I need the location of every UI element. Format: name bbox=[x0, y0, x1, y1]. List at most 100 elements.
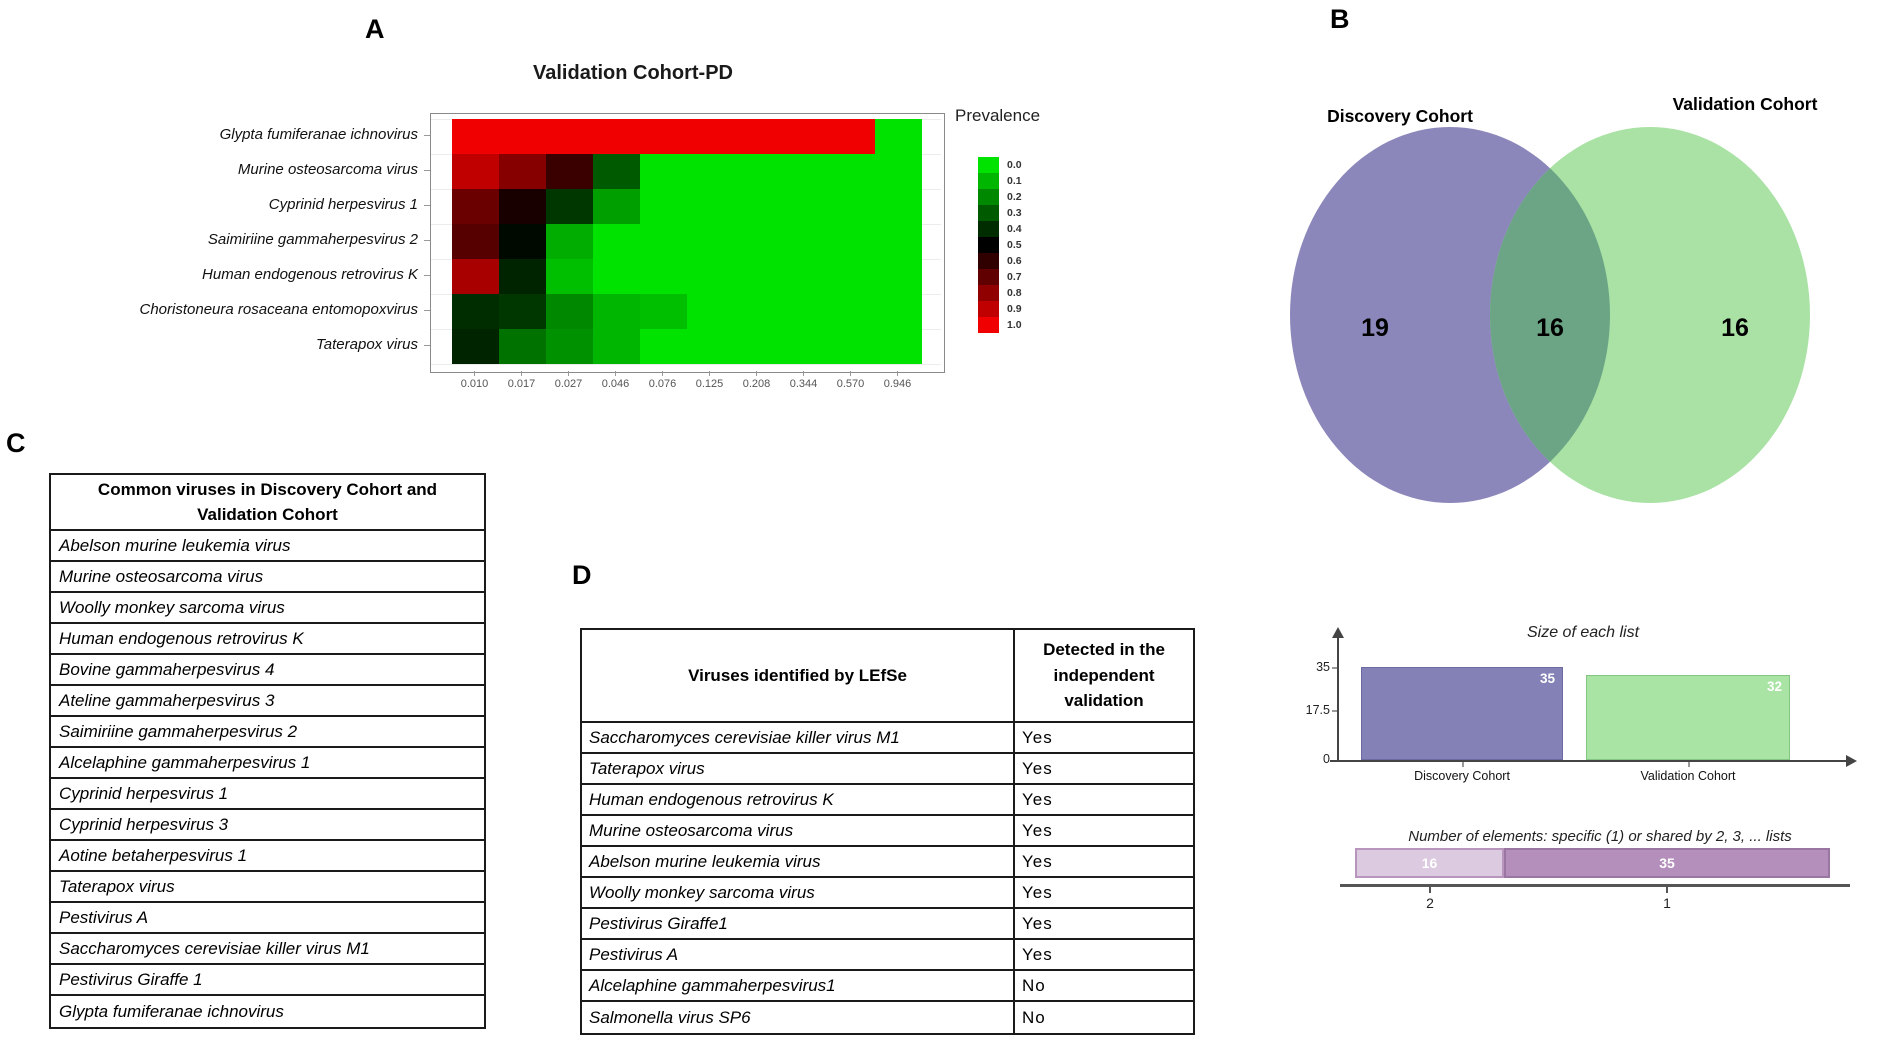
heatmap-x-tick-label: 0.076 bbox=[648, 378, 677, 390]
heatmap-cell bbox=[734, 224, 781, 259]
table-row: Pestivirus Giraffe1 Yes bbox=[582, 909, 1193, 940]
size-chart-ytick-17-5: 17.5 bbox=[1305, 703, 1330, 717]
heatmap-cell bbox=[781, 119, 828, 154]
size-chart-x-axis bbox=[1330, 760, 1848, 762]
lefse-table-header-col2-text: Detected in the independent validation bbox=[1043, 640, 1165, 711]
legend-tick-label: 0.8 bbox=[1007, 287, 1022, 299]
heatmap-cell bbox=[593, 189, 640, 224]
elements-segment-shared-value: 16 bbox=[1421, 855, 1438, 871]
heatmap-cell bbox=[452, 224, 499, 259]
elements-segment-specific: 35 bbox=[1504, 848, 1830, 878]
heatmap-cell bbox=[781, 294, 828, 329]
elements-chart-axis bbox=[1340, 884, 1850, 887]
heatmap-cell bbox=[593, 294, 640, 329]
heatmap-x-tickmark bbox=[615, 371, 616, 376]
legend-color-swatch bbox=[978, 285, 999, 301]
heatmap-cell bbox=[452, 119, 499, 154]
lefse-virus-cell: Saccharomyces cerevisiae killer virus M1 bbox=[582, 723, 1015, 752]
elements-chart-tick-2: 2 bbox=[1426, 895, 1434, 911]
heatmap-x-tick-label: 0.027 bbox=[554, 378, 583, 390]
heatmap-row-tickmark bbox=[424, 275, 430, 276]
lefse-table-header-col2: Detected in the independent validation bbox=[1015, 630, 1193, 721]
heatmap-row-label: Cyprinid herpesvirus 1 bbox=[268, 196, 418, 213]
heatmap-cell bbox=[875, 329, 922, 364]
heatmap-cell bbox=[640, 119, 687, 154]
bar-validation-cohort: 32 bbox=[1586, 675, 1790, 760]
lefse-virus-cell: Pestivirus Giraffe1 bbox=[582, 909, 1015, 938]
heatmap-cell bbox=[687, 259, 734, 294]
heatmap-cell bbox=[452, 294, 499, 329]
heatmap-x-tick-label: 0.017 bbox=[507, 378, 536, 390]
heatmap-cell bbox=[499, 329, 546, 364]
venn-right-title: Validation Cohort bbox=[1672, 94, 1818, 114]
table-row: Pestivirus Giraffe 1 bbox=[51, 965, 484, 996]
heatmap-x-tickmark bbox=[756, 371, 757, 376]
table-row: Ateline gammaherpesvirus 3 bbox=[51, 686, 484, 717]
heatmap-cell bbox=[828, 294, 875, 329]
heatmap-cell bbox=[875, 294, 922, 329]
bar-discovery-value: 35 bbox=[1539, 671, 1555, 686]
heatmap-row-label: Murine osteosarcoma virus bbox=[237, 161, 418, 178]
elements-chart-title: Number of elements: specific (1) or shar… bbox=[1408, 828, 1792, 845]
lefse-virus-cell: Pestivirus A bbox=[582, 940, 1015, 969]
table-row: Abelson murine leukemia virus bbox=[51, 531, 484, 562]
heatmap-x-tickmark bbox=[850, 371, 851, 376]
heatmap-x-tick-label: 0.125 bbox=[695, 378, 724, 390]
heatmap-row-tickmark bbox=[424, 345, 430, 346]
heatmap-x-tick-label: 0.046 bbox=[601, 378, 630, 390]
lefse-detected-cell: Yes bbox=[1022, 944, 1053, 964]
lefse-detected-cell: Yes bbox=[1022, 882, 1053, 902]
legend-tick-label: 1.0 bbox=[1007, 319, 1022, 331]
legend-color-swatch bbox=[978, 237, 999, 253]
heatmap-cell bbox=[828, 189, 875, 224]
heatmap-cell bbox=[875, 189, 922, 224]
size-chart-cat-discovery: Discovery Cohort bbox=[1414, 769, 1510, 783]
legend-color-swatch bbox=[978, 157, 999, 173]
heatmap-cell bbox=[734, 189, 781, 224]
heatmap-cell bbox=[546, 224, 593, 259]
heatmap-cell bbox=[781, 224, 828, 259]
lefse-detected-cell: Yes bbox=[1022, 913, 1053, 933]
heatmap-cell bbox=[875, 259, 922, 294]
heatmap-cell bbox=[499, 189, 546, 224]
lefse-detected-cell: No bbox=[1022, 1007, 1046, 1027]
table-row: Pestivirus A bbox=[51, 903, 484, 934]
heatmap-cell bbox=[875, 154, 922, 189]
heatmap-cell bbox=[687, 154, 734, 189]
table-row: Saccharomyces cerevisiae killer virus M1… bbox=[582, 723, 1193, 754]
heatmap-plot bbox=[430, 113, 945, 373]
lefse-virus-cell: Alcelaphine gammaherpesvirus1 bbox=[582, 971, 1015, 1000]
heatmap-x-tick-label: 0.344 bbox=[789, 378, 818, 390]
heatmap-cell bbox=[499, 119, 546, 154]
heatmap-title: Validation Cohort-PD bbox=[533, 62, 733, 84]
legend-color-swatch bbox=[978, 317, 999, 333]
heatmap-cell bbox=[546, 189, 593, 224]
lefse-detected-cell: Yes bbox=[1022, 789, 1053, 809]
elements-segment-shared: 16 bbox=[1355, 848, 1504, 878]
size-chart-xtickmark bbox=[1688, 762, 1690, 767]
heatmap-cell bbox=[734, 154, 781, 189]
common-viruses-table: Common viruses in Discovery Cohort and V… bbox=[49, 473, 486, 1029]
elements-chart-tickmark bbox=[1429, 887, 1431, 893]
legend-tick-label: 0.9 bbox=[1007, 303, 1022, 315]
bar-discovery-cohort: 35 bbox=[1361, 667, 1563, 760]
heatmap-cell bbox=[687, 224, 734, 259]
legend-color-swatch bbox=[978, 221, 999, 237]
panel-a-label: A bbox=[365, 14, 385, 44]
heatmap-cell bbox=[640, 259, 687, 294]
heatmap-cell bbox=[546, 294, 593, 329]
heatmap-row-tickmark bbox=[424, 240, 430, 241]
size-chart-ytick-35: 35 bbox=[1316, 660, 1330, 674]
heatmap-row-label: Saimiriine gammaherpesvirus 2 bbox=[207, 231, 418, 248]
venn-left-count: 19 bbox=[1361, 314, 1389, 342]
heatmap-cell bbox=[499, 259, 546, 294]
heatmap-x-tick-label: 0.570 bbox=[836, 378, 865, 390]
heatmap-cell bbox=[875, 119, 922, 154]
panel-c-label: C bbox=[6, 428, 26, 458]
table-row: Glypta fumiferanae ichnovirus bbox=[59, 1001, 284, 1021]
heatmap-x-tickmark bbox=[568, 371, 569, 376]
heatmap-gridline bbox=[431, 364, 941, 365]
